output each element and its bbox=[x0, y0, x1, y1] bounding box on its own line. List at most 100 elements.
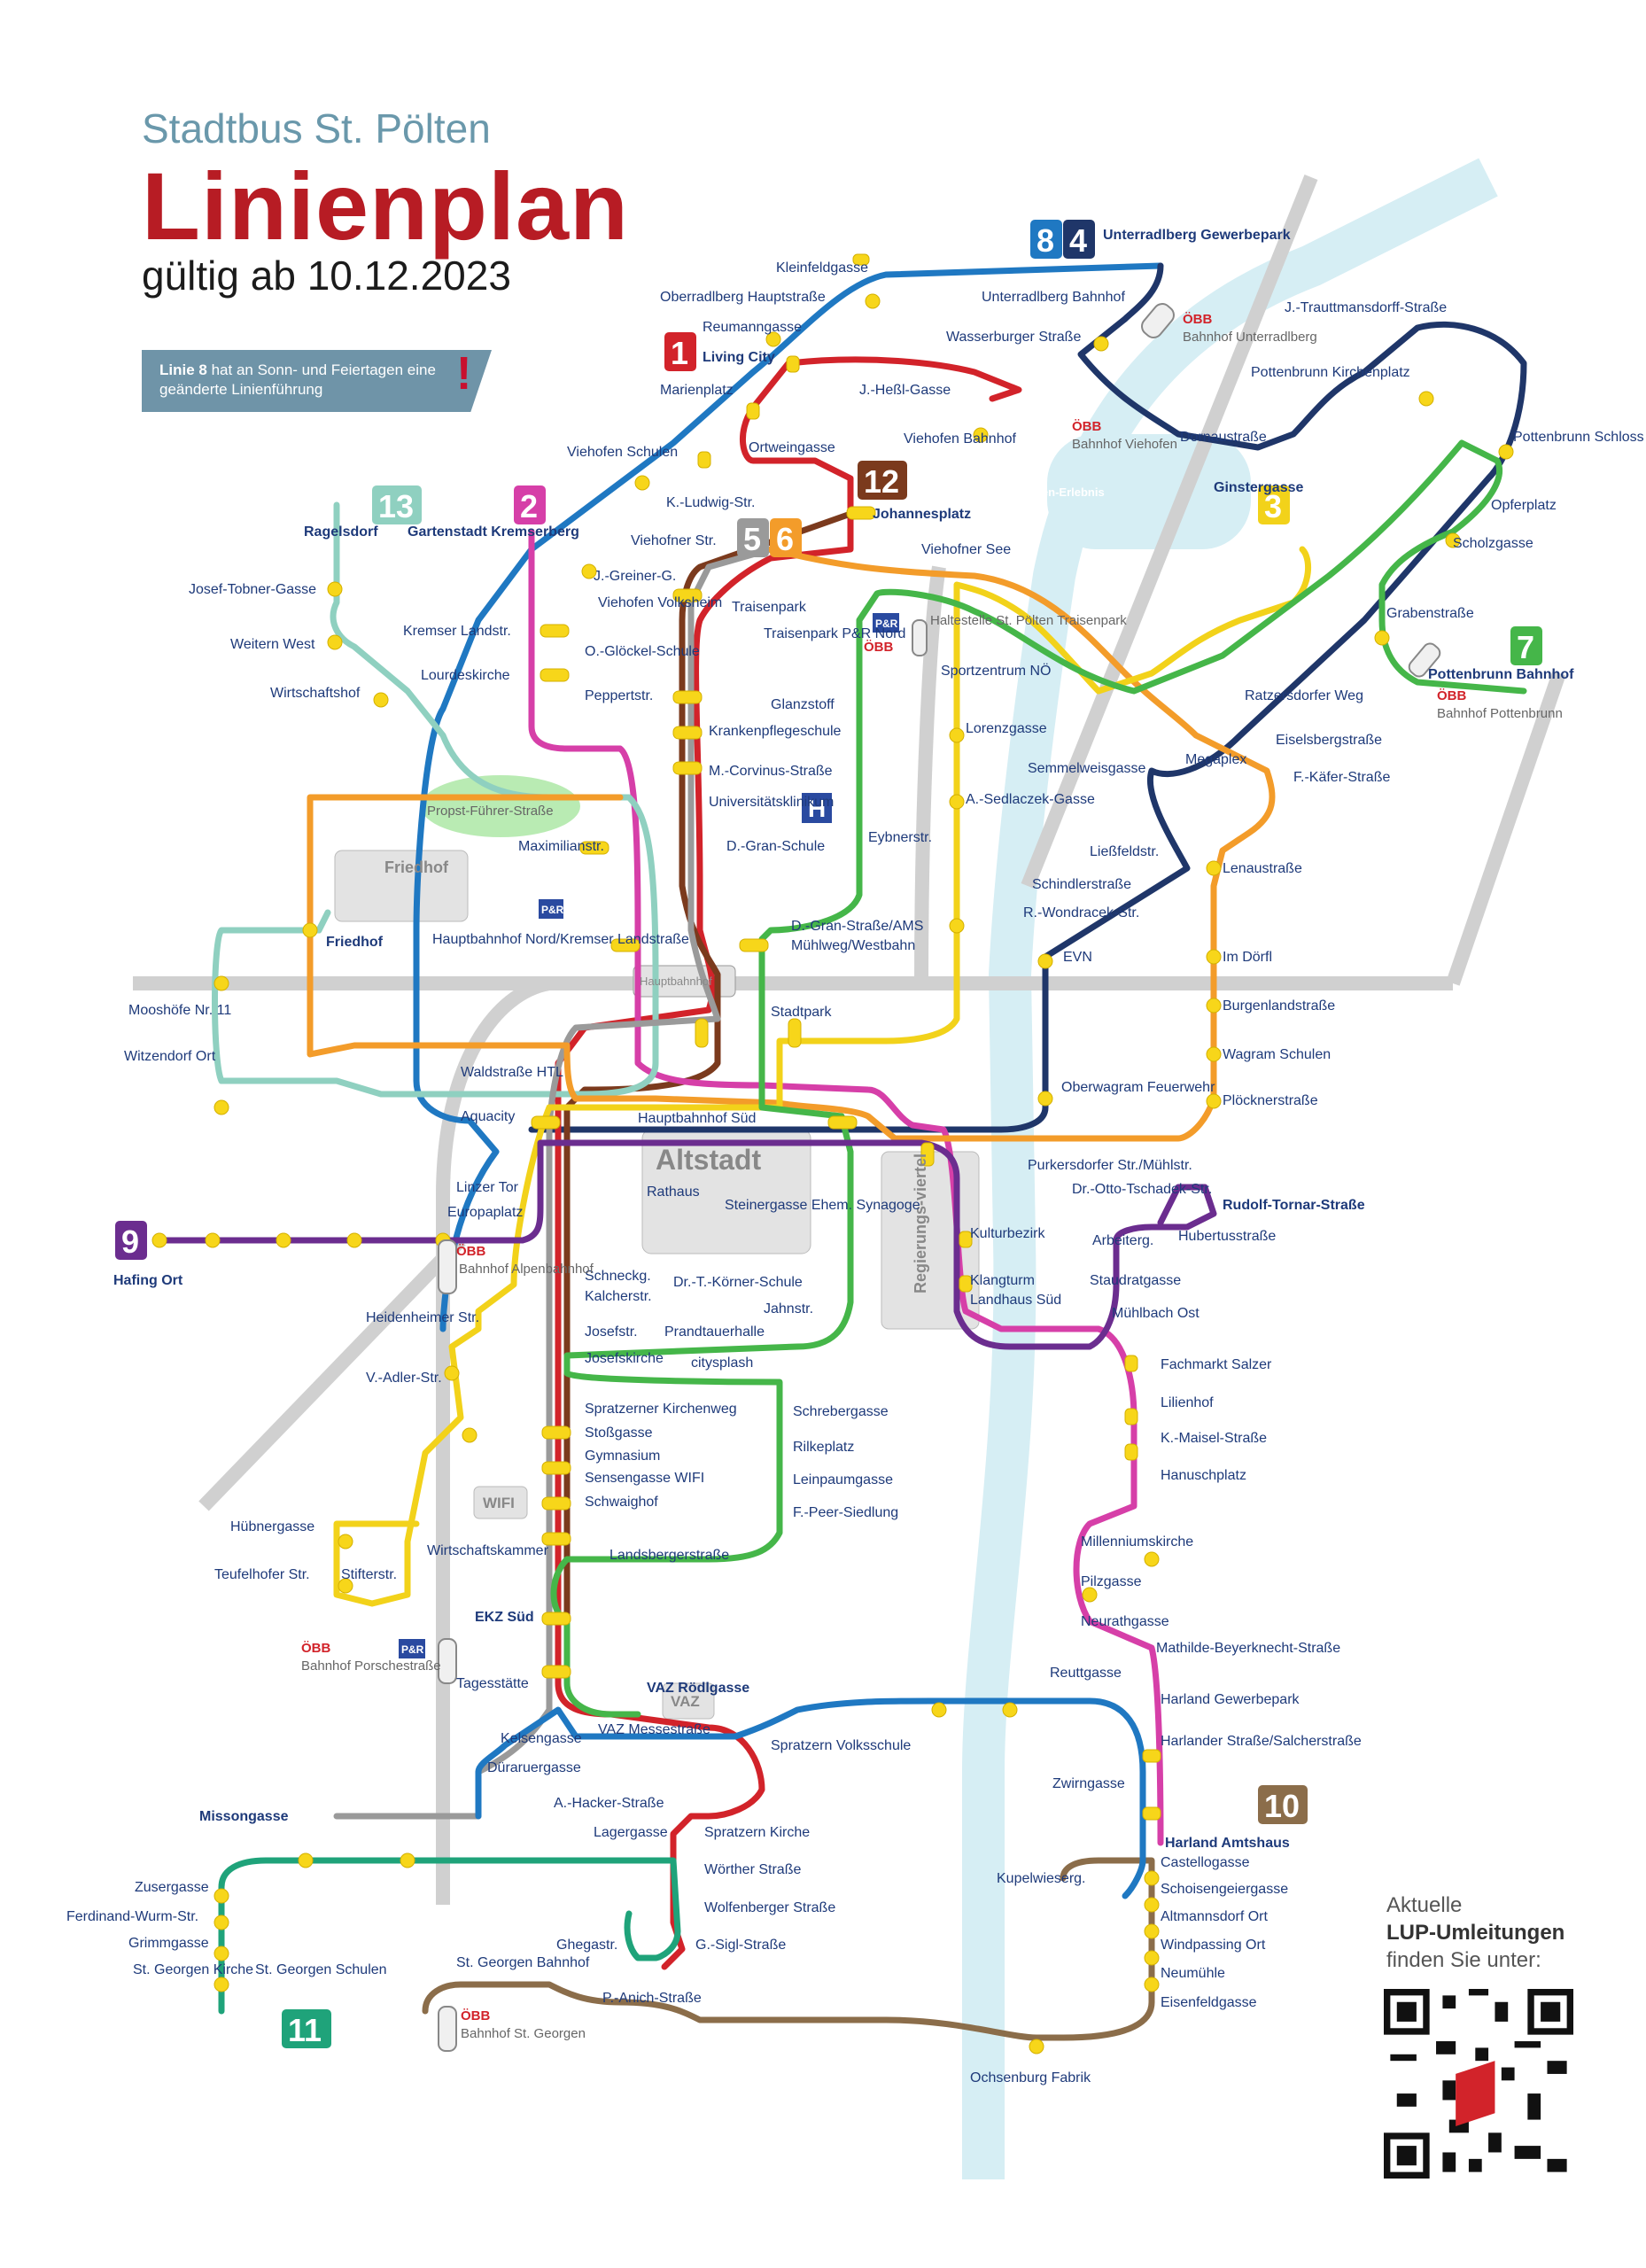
stop-label: Kleinfeldgasse bbox=[776, 260, 868, 276]
obb-station: Bahnhof Unterradlberg bbox=[1183, 330, 1317, 345]
stop-label: Ließfeldstr. bbox=[1090, 844, 1159, 859]
terminal-hafing-ort: Hafing Ort bbox=[113, 1273, 183, 1288]
stop-label: J.-Heßl-Gasse bbox=[859, 383, 951, 398]
obb-logo: ÖBB bbox=[864, 640, 894, 655]
qr-code[interactable] bbox=[1384, 1989, 1573, 2179]
propst-fuehrer-highlight bbox=[421, 775, 580, 837]
stop-label: VAZ Messestraße bbox=[598, 1722, 710, 1737]
stop-label: D.-Gran-Straße/AMS bbox=[791, 919, 923, 934]
line-4-badge bbox=[1063, 220, 1095, 259]
line-8-badge-label: 8 bbox=[1037, 222, 1054, 259]
obb-logo: ÖBB bbox=[461, 2008, 491, 2023]
stop-label: Schneckg. bbox=[585, 1269, 651, 1284]
notice-text: hat an Sonn- und Feiertagen eine geänder… bbox=[159, 361, 436, 398]
line-7-route bbox=[550, 439, 1527, 1718]
stop-label: R.-Wondracek-Str. bbox=[1023, 905, 1139, 920]
stop-label: Grabenstraße bbox=[1386, 606, 1474, 621]
stop-label: Zwirngasse bbox=[1052, 1776, 1125, 1791]
vaz-area bbox=[662, 1682, 715, 1720]
area-altstadt-label: Altstadt bbox=[656, 1144, 761, 1176]
obb-logo: ÖBB bbox=[301, 1641, 331, 1656]
stop-labels: Kleinfeldgasse Oberradlberg Hauptstraße … bbox=[66, 260, 1644, 2085]
stop-label: D.-Gran-Schule bbox=[726, 839, 825, 854]
stop-label: Lenaustraße bbox=[1223, 861, 1302, 876]
stop-label: Aquacity bbox=[461, 1109, 515, 1124]
stop-label: Hübnergasse bbox=[230, 1519, 314, 1534]
line-badge-group: 8 4 1 12 13 2 5 6 3 7 9 10 11 bbox=[115, 220, 1542, 2048]
stop-label: citysplash bbox=[691, 1355, 753, 1371]
stop-label: Im Dörfl bbox=[1223, 950, 1272, 965]
stop-label: Zusergasse bbox=[135, 1880, 209, 1895]
page-title: Linienplan bbox=[142, 152, 629, 260]
stop-label: Traisenpark bbox=[732, 600, 807, 615]
stop-label: St. Georgen Schulen bbox=[255, 1962, 387, 1977]
stop-label: Lilienhof bbox=[1161, 1395, 1214, 1410]
stop-label: Mühlweg/Westbahn bbox=[791, 938, 915, 953]
stop-label: Oberwagram Feuerwehr bbox=[1061, 1080, 1215, 1095]
stop-label: Landhaus Süd bbox=[970, 1293, 1061, 1308]
stop-label: St. Georgen Bahnhof bbox=[456, 1955, 590, 1970]
stop-label: Lagergasse bbox=[594, 1825, 668, 1840]
stop-label: Marienplatz bbox=[660, 383, 734, 398]
stop-label: Spratzerner Kirchenweg bbox=[585, 1402, 737, 1417]
terminal-living-city: Living City bbox=[703, 350, 775, 365]
stop-label: Rathaus bbox=[647, 1184, 700, 1200]
stop-label: Kupelwieserg. bbox=[997, 1871, 1086, 1886]
obb-station: Bahnhof Viehofen bbox=[1072, 437, 1177, 452]
obb-station: Bahnhof Pottenbrunn bbox=[1437, 706, 1563, 721]
stop-label: Neurathgasse bbox=[1081, 1614, 1169, 1629]
stop-label: Wirtschaftshof bbox=[270, 686, 361, 701]
stop-label: Klangturm bbox=[970, 1273, 1035, 1288]
stop-label: Pottenbrunn Schloss bbox=[1513, 430, 1644, 445]
terminal-ginstergasse: Ginstergasse bbox=[1214, 480, 1303, 495]
stop-label: Mooshöfe Nr. 11 bbox=[128, 1003, 231, 1018]
stop-label: Arbeiterg. bbox=[1092, 1233, 1153, 1248]
line-4-badge-label: 4 bbox=[1069, 222, 1087, 259]
lup-info: Aktuelle LUP-Umleitungen finden Sie unte… bbox=[1386, 1891, 1564, 1974]
stop-label: Hauptbahnhof Süd bbox=[638, 1111, 756, 1126]
terminal-kremserberg: Gartenstadt Kremserberg bbox=[408, 524, 579, 540]
stop-label: Wagram Schulen bbox=[1223, 1047, 1331, 1062]
stop-label: Viehofen Schulen bbox=[567, 445, 678, 460]
stop-label: Mühlbach Ost bbox=[1112, 1306, 1200, 1321]
stop-label: Stadtpark bbox=[771, 1005, 832, 1020]
stop-markers bbox=[531, 253, 1161, 1821]
stop-label: Wirtschaftskammer bbox=[427, 1543, 549, 1558]
svg-text:P&R: P&R bbox=[541, 904, 564, 916]
line-9-route bbox=[156, 1139, 1217, 1350]
stop-label: Reumanngasse bbox=[703, 320, 802, 335]
area-regierungsviertel-label: Regierungs-viertel bbox=[912, 1153, 929, 1293]
stop-label: Reuttgasse bbox=[1050, 1666, 1122, 1681]
stop-label: Scholzgasse bbox=[1453, 536, 1533, 551]
stop-label: Millenniumskirche bbox=[1081, 1534, 1193, 1550]
stop-label: Josefskirche bbox=[585, 1351, 664, 1366]
line-8-badge bbox=[1030, 220, 1062, 259]
line-5-badge-label: 5 bbox=[743, 521, 761, 557]
obb-station: Haltestelle St. Pölten Traisenpark bbox=[930, 613, 1127, 628]
stop-label: Leinpaumgasse bbox=[793, 1472, 893, 1487]
stop-label: Semmelweisgasse bbox=[1028, 761, 1145, 776]
lup-line2: LUP-Umleitungen bbox=[1386, 1919, 1564, 1946]
stop-label: Prandtauerhalle bbox=[664, 1324, 765, 1340]
stop-label: Purkersdorfer Str./Mühlstr. bbox=[1028, 1158, 1192, 1173]
stop-label: Hauptbahnhof Nord/Kremser Landstraße bbox=[432, 932, 689, 947]
terminal-johannesplatz: Johannesplatz bbox=[873, 507, 971, 522]
line-12-badge-label: 12 bbox=[864, 463, 899, 500]
stop-label: Wörther Straße bbox=[704, 1862, 801, 1877]
stop-label: Lorenzgasse bbox=[966, 721, 1047, 736]
river-traisen bbox=[962, 158, 1498, 2179]
obb-logo: ÖBB bbox=[1183, 312, 1213, 327]
obb-logo: ÖBB bbox=[1072, 419, 1102, 434]
stop-label: Dr.-T.-Körner-Schule bbox=[673, 1275, 803, 1290]
stop-label: Sportzentrum NÖ bbox=[941, 663, 1051, 679]
obb-station-markers bbox=[438, 303, 1441, 2052]
terminal-unterradlberg: Unterradlberg Gewerbepark bbox=[1103, 228, 1291, 243]
stop-label: Tagesstätte bbox=[456, 1676, 529, 1691]
obb-labels: ÖBB Bahnhof Unterradlberg ÖBB Bahnhof Vi… bbox=[301, 312, 1563, 2041]
obb-station: Bahnhof Porschestraße bbox=[301, 1658, 441, 1674]
obb-logo: ÖBB bbox=[1437, 688, 1467, 703]
stop-label: Stifterstr. bbox=[341, 1567, 397, 1582]
stop-label: Staudratgasse bbox=[1090, 1273, 1181, 1288]
stop-label: J.-Greiner-G. bbox=[594, 569, 676, 584]
